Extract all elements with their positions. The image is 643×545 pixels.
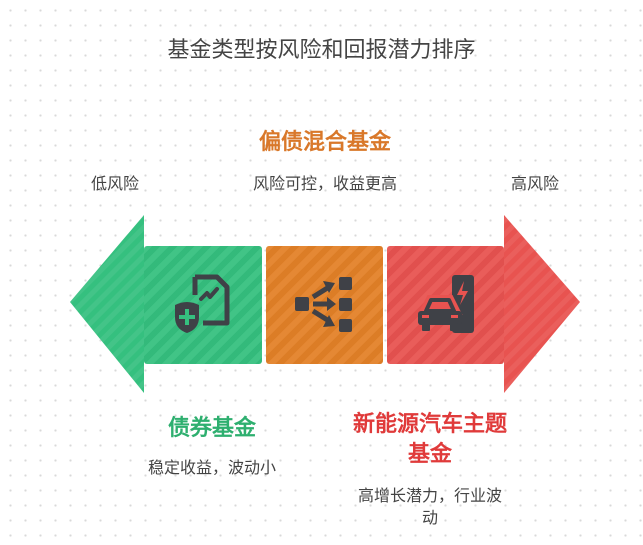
high-risk-label: 高风险 <box>510 174 559 193</box>
fund-desc-ev-line1: 高增长潜力，行业波 <box>357 486 502 505</box>
hybrid-fund-box <box>266 246 383 364</box>
distribution-arrows-icon <box>294 277 352 332</box>
fund-desc-ev-line2: 动 <box>421 508 438 527</box>
bond-fund-box <box>144 246 262 364</box>
fund-name-bond: 债券基金 <box>167 416 256 441</box>
ev-charging-car-icon <box>417 275 474 333</box>
shield-chart-icon <box>175 274 230 333</box>
fund-desc-ev: 高增长潜力，行业波 动 <box>315 485 545 529</box>
fund-desc-bond: 稳定收益，波动小 <box>147 458 276 477</box>
diagram-title: 基金类型按风险和回报潜力排序 <box>167 38 476 63</box>
fund-name-ev-line1: 新能源汽车主题 <box>352 412 507 437</box>
low-risk-label: 低风险 <box>90 174 139 193</box>
ev-fund-box <box>387 246 504 364</box>
fund-name-hybrid: 偏债混合基金 <box>258 130 391 155</box>
fund-name-ev-line2: 基金 <box>407 442 452 467</box>
fund-desc-hybrid: 风险可控，收益更高 <box>252 174 397 193</box>
fund-name-ev: 新能源汽车主题 基金 <box>315 410 545 470</box>
